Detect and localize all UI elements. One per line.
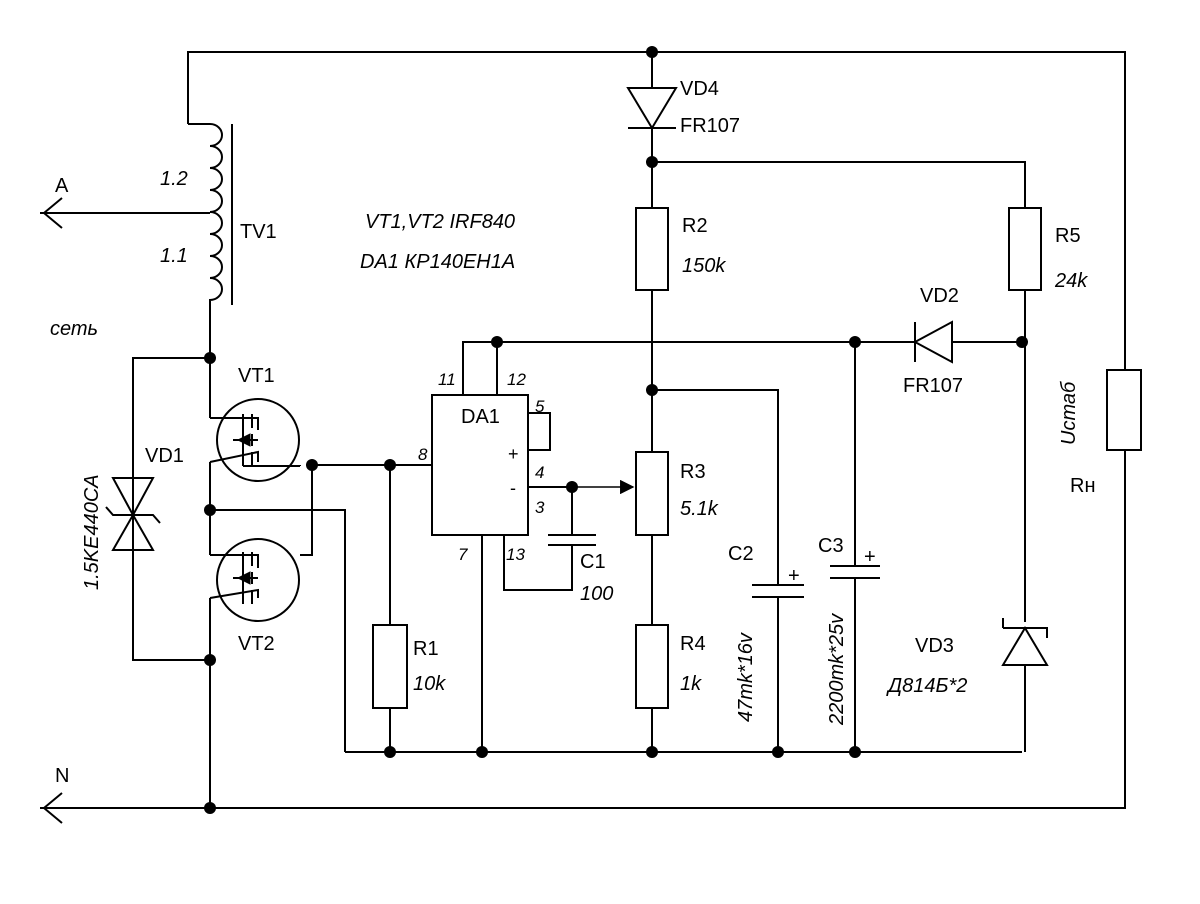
r4-value-label: 1k <box>680 673 702 695</box>
tv1-ref-label: TV1 <box>240 221 277 243</box>
vt2-gate-wire <box>300 465 313 556</box>
c3-capacitor <box>830 565 880 579</box>
mains-label: сеть <box>50 318 98 340</box>
r5-top-wire <box>652 161 1026 208</box>
c2-ref-label: C2 <box>728 543 754 565</box>
tv1-winding-icon <box>188 123 223 308</box>
terminal-n-label: N <box>55 765 69 787</box>
vd1-ref-label: VD1 <box>145 445 184 467</box>
r2-ref-label: R2 <box>682 215 708 237</box>
tv1-transformer <box>188 123 233 308</box>
load-ref-label: Rн <box>1070 475 1096 497</box>
r5-value-label: 24k <box>1054 270 1088 292</box>
c3-ref-label: C3 <box>818 535 844 557</box>
vd1-part-label: 1.5KE440CA <box>81 474 103 590</box>
r1-value-label: 10k <box>413 673 446 695</box>
vd4-ref-label: VD4 <box>680 78 719 100</box>
vt1-ref-label: VT1 <box>238 365 275 387</box>
r4-resistor <box>635 624 669 709</box>
load-resistor <box>1106 369 1142 451</box>
r1-ref-label: R1 <box>413 638 439 660</box>
da1-pin-3: 3 <box>535 498 545 517</box>
tv1-tap-lower-label: 1.1 <box>160 245 188 267</box>
da1-pin-11: 11 <box>438 370 456 389</box>
c3-value-label: 2200mk*25v <box>826 613 848 726</box>
da1-pin-5: 5 <box>535 397 545 416</box>
vt2-ref-label: VT2 <box>238 633 275 655</box>
vd1-bar-icon <box>105 506 161 524</box>
vd1-triangle-lower-icon <box>111 512 155 551</box>
sense-wire <box>210 509 346 752</box>
wires <box>40 51 1126 809</box>
c2-plus-sign: + <box>788 565 800 587</box>
vd1-triangle-upper-icon <box>111 477 155 518</box>
da1-pin-12: 12 <box>507 370 526 389</box>
r3-value-label: 5.1k <box>680 498 719 520</box>
vd1-tvs-diode <box>105 468 161 568</box>
vd2-ref-label: VD2 <box>920 285 959 307</box>
vd4-part-label: FR107 <box>680 115 740 137</box>
r2-resistor <box>635 207 669 291</box>
da1-pin-7: 7 <box>458 545 468 564</box>
da1-pin-4: 4 <box>535 463 544 482</box>
vd3-part-label: Д814Б*2 <box>886 675 967 697</box>
da1-plus-sign: + <box>508 444 519 464</box>
vd2-part-label: FR107 <box>903 375 963 397</box>
r5-resistor <box>1008 207 1042 291</box>
r3-ref-label: R3 <box>680 461 706 483</box>
vd3-ref-label: VD3 <box>915 635 954 657</box>
terminal-a-label: A <box>55 175 69 197</box>
c1-ref-label: C1 <box>580 551 606 573</box>
neutral-rail-wire <box>40 450 1126 809</box>
note-transistors: VT1,VT2 IRF840 <box>365 211 515 233</box>
pin5-loop-wire <box>528 412 551 451</box>
r4-ref-label: R4 <box>680 633 706 655</box>
vt2-mosfet <box>209 538 300 622</box>
da1-ref-label: DA1 <box>461 406 500 428</box>
c1-bottom-wire <box>503 535 573 591</box>
note-regulator: DA1 КР140ЕН1А <box>360 251 515 273</box>
c2-top-wire <box>652 389 779 585</box>
c2-capacitor <box>752 584 804 598</box>
load-voltage-label: Uстаб <box>1058 381 1080 445</box>
da1-minus-sign: - <box>510 478 516 498</box>
vt1-mosfet <box>209 398 301 482</box>
vd3-zener <box>1001 618 1049 666</box>
c1-value-label: 100 <box>580 583 613 605</box>
vd2-diode <box>912 320 953 364</box>
r2-value-label: 150k <box>682 255 726 277</box>
vd4-diode <box>626 87 678 130</box>
r5-ref-label: R5 <box>1055 225 1081 247</box>
vt2-body-icon <box>216 538 300 622</box>
tv1-tap-upper-label: 1.2 <box>160 168 188 190</box>
c3-plus-sign: + <box>864 546 876 568</box>
c1-capacitor <box>548 534 596 546</box>
r1-resistor <box>372 624 408 709</box>
da1-pin-8: 8 <box>418 445 428 464</box>
junction-dots <box>204 46 1028 814</box>
da1-chip <box>431 394 529 536</box>
phase-a-arrow-icon <box>42 197 63 229</box>
c2-value-label: 47mk*16v <box>735 632 757 722</box>
neutral-arrow-icon <box>42 792 63 824</box>
da1-pin-13: 13 <box>506 545 525 564</box>
r3-potentiometer <box>635 451 669 536</box>
supply-rail-wire <box>462 341 1022 395</box>
